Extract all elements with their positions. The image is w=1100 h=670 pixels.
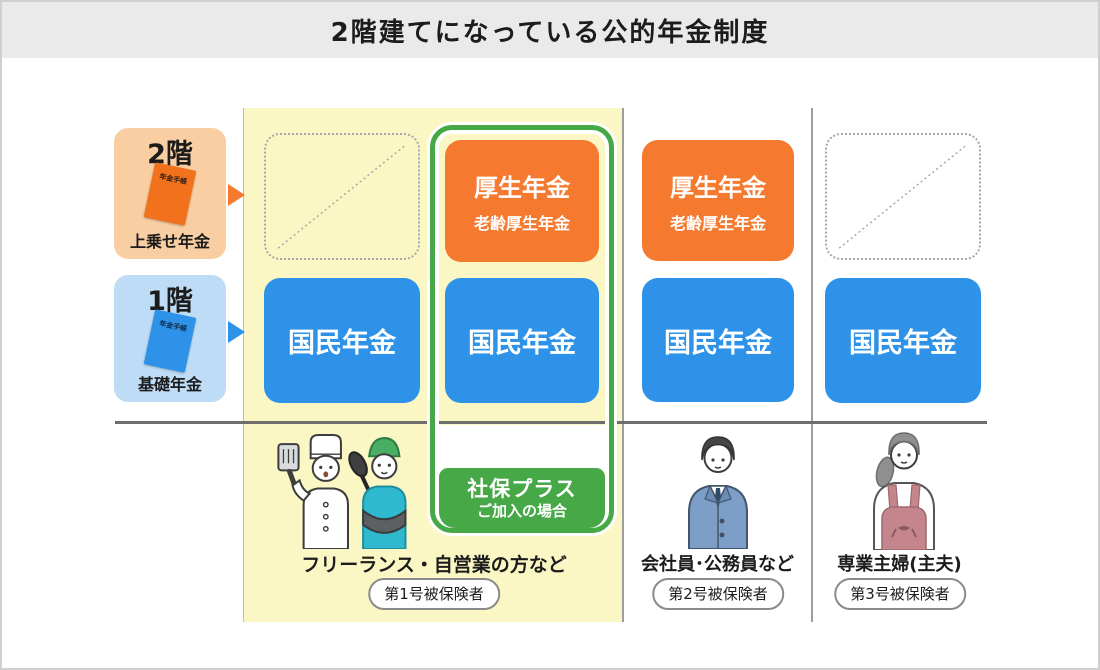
page-header: 2階建てになっている公的年金制度 [2,2,1098,58]
kosei-nenkin-box-company: 厚生年金 老齢厚生年金 [642,140,794,261]
divider-vertical-right [811,108,813,622]
diagonal-line-icon [277,144,407,249]
floor1-type: 基礎年金 [137,375,202,394]
divider-horizontal [115,421,987,424]
pension-handbook-orange-icon: 年金手帳 [143,162,197,226]
floor1-label-card: 1階 年金手帳 基礎年金 [114,275,226,402]
insured-badge-3: 第3号被保険者 [834,578,966,610]
businessman-illustration [688,436,748,549]
insured-badge-2: 第2号被保険者 [652,578,784,610]
arrow-right-orange-icon [228,184,245,206]
insured-badge-1: 第1号被保険者 [368,578,500,610]
pension-handbook-blue-icon: 年金手帳 [143,309,197,373]
shaho-plus-badge: 社保プラス ご加入の場合 [439,468,605,528]
diagonal-line-icon [838,144,968,249]
chef-and-cook-illustration [277,434,407,549]
floor2-type: 上乗せ年金 [129,232,210,251]
kokumin-nenkin-box-col2: 国民年金 [445,278,599,403]
handbook-text: 年金手帳 [158,172,188,187]
kokumin-nenkin-box-col3: 国民年金 [642,278,794,402]
group-label-freelance: フリーランス・自営業の方など [301,554,567,576]
divider-vertical-middle [622,108,624,622]
empty-dashed-box-col4 [825,133,981,260]
divider-vertical-left [243,108,244,622]
group-label-housewife: 専業主婦(主夫) [837,554,962,575]
kosei-nenkin-box-shaho: 厚生年金 老齢厚生年金 [445,140,599,262]
housewife-illustration [873,432,935,550]
shaho-plus-inner-area [439,425,605,473]
kokumin-nenkin-box-col4: 国民年金 [825,278,981,403]
kokumin-nenkin-box-col1: 国民年金 [264,278,420,403]
group-label-company: 会社員･公務員など [641,554,794,575]
floor2-label-card: 2階 年金手帳 上乗せ年金 [114,128,226,259]
page-title: 2階建てになっている公的年金制度 [330,17,770,48]
arrow-right-blue-icon [228,321,245,343]
handbook-text: 年金手帳 [158,319,188,334]
empty-dashed-box-col1 [264,133,420,260]
